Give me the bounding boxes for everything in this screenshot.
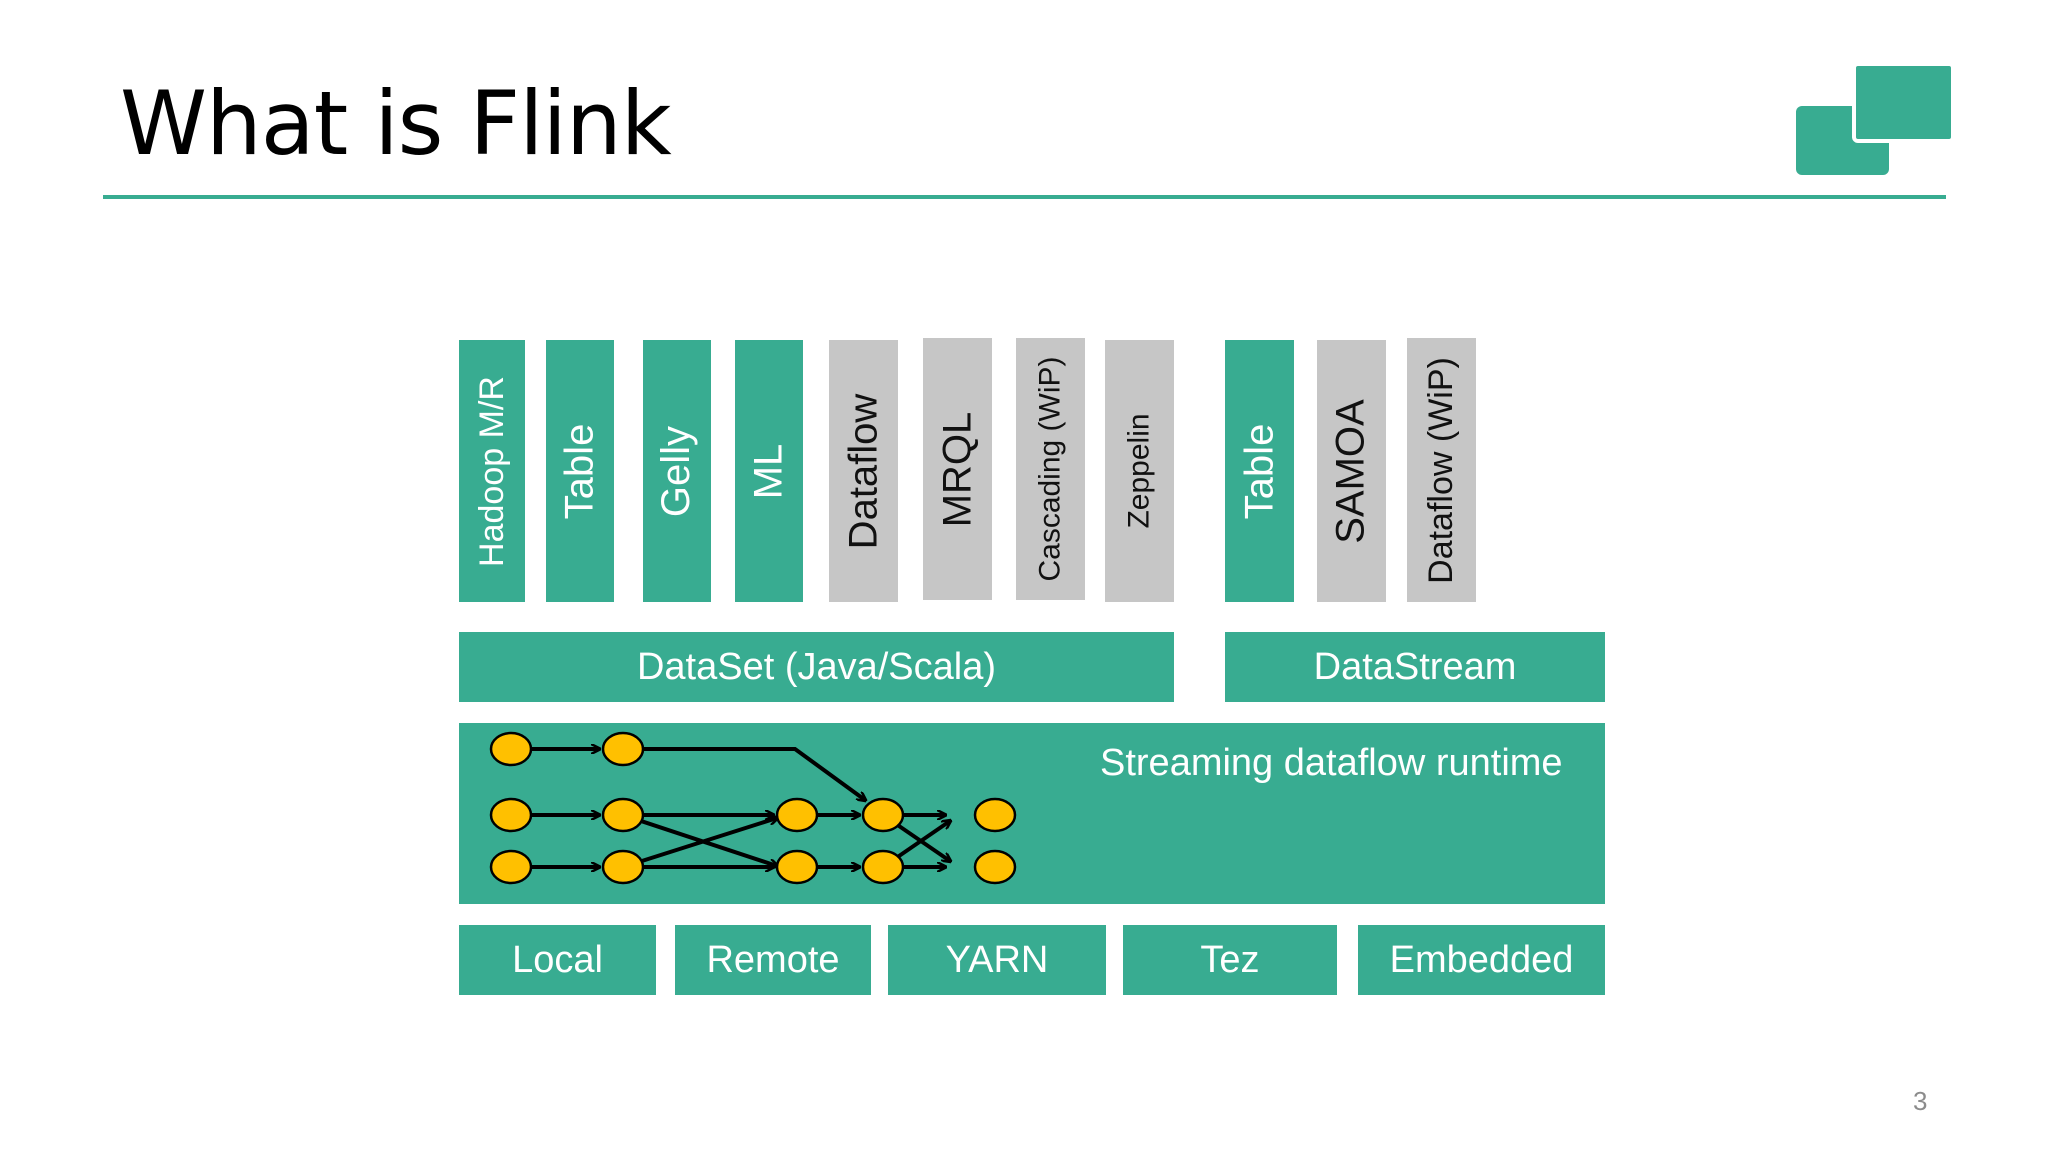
deploy-remote: Remote	[675, 925, 871, 995]
logo-front-square-icon	[1852, 62, 1955, 143]
node	[601, 731, 645, 767]
title-divider	[103, 195, 1946, 199]
lib-label: Zeppelin	[1122, 413, 1156, 529]
lib-dataflow-wip: Dataflow (WiP)	[1407, 338, 1476, 602]
deploy-embedded: Embedded	[1358, 925, 1605, 995]
lib-label: Cascading (WiP)	[1033, 356, 1067, 582]
deploy-local: Local	[459, 925, 656, 995]
node	[973, 797, 1017, 833]
dataset-api-bar: DataSet (Java/Scala)	[459, 632, 1174, 702]
lib-label: Hadoop M/R	[472, 375, 511, 567]
lib-table-datastream: Table	[1225, 340, 1294, 602]
datastream-api-bar: DataStream	[1225, 632, 1605, 702]
node	[775, 849, 819, 885]
lib-gelly: Gelly	[643, 340, 711, 602]
lib-label: MRQL	[935, 411, 980, 527]
node	[489, 849, 533, 885]
dataflow-graph	[489, 731, 1017, 885]
lib-label: Dataflow (WiP)	[1422, 356, 1461, 584]
lib-ml: ML	[735, 340, 803, 602]
deploy-tez: Tez	[1123, 925, 1337, 995]
lib-cascading: Cascading (WiP)	[1016, 338, 1085, 600]
lib-label: Dataflow	[841, 393, 885, 549]
lib-hadoop-mr: Hadoop M/R	[459, 340, 525, 602]
lib-mrql: MRQL	[923, 338, 992, 600]
lib-dataflow: Dataflow	[829, 340, 898, 602]
lib-label: Table	[1237, 423, 1281, 519]
lib-label: SAMOA	[1329, 398, 1374, 544]
node	[601, 797, 645, 833]
node	[489, 731, 533, 767]
deploy-yarn: YARN	[888, 925, 1106, 995]
edge	[623, 747, 865, 800]
lib-table-dataset: Table	[546, 340, 614, 602]
lib-label: Table	[557, 423, 602, 519]
node	[775, 797, 819, 833]
lib-zeppelin: Zeppelin	[1105, 340, 1174, 602]
runtime-label: Streaming dataflow runtime	[1100, 742, 1563, 784]
page-title: What is Flink	[120, 72, 672, 175]
edge	[622, 818, 777, 869]
node	[861, 849, 905, 885]
lib-label: ML	[746, 443, 791, 499]
slide-number: 3	[1913, 1086, 1928, 1116]
node	[861, 797, 905, 833]
lib-label: Gelly	[654, 425, 699, 517]
node	[601, 849, 645, 885]
node	[973, 849, 1017, 885]
lib-samoa: SAMOA	[1317, 340, 1386, 602]
node	[489, 797, 533, 833]
